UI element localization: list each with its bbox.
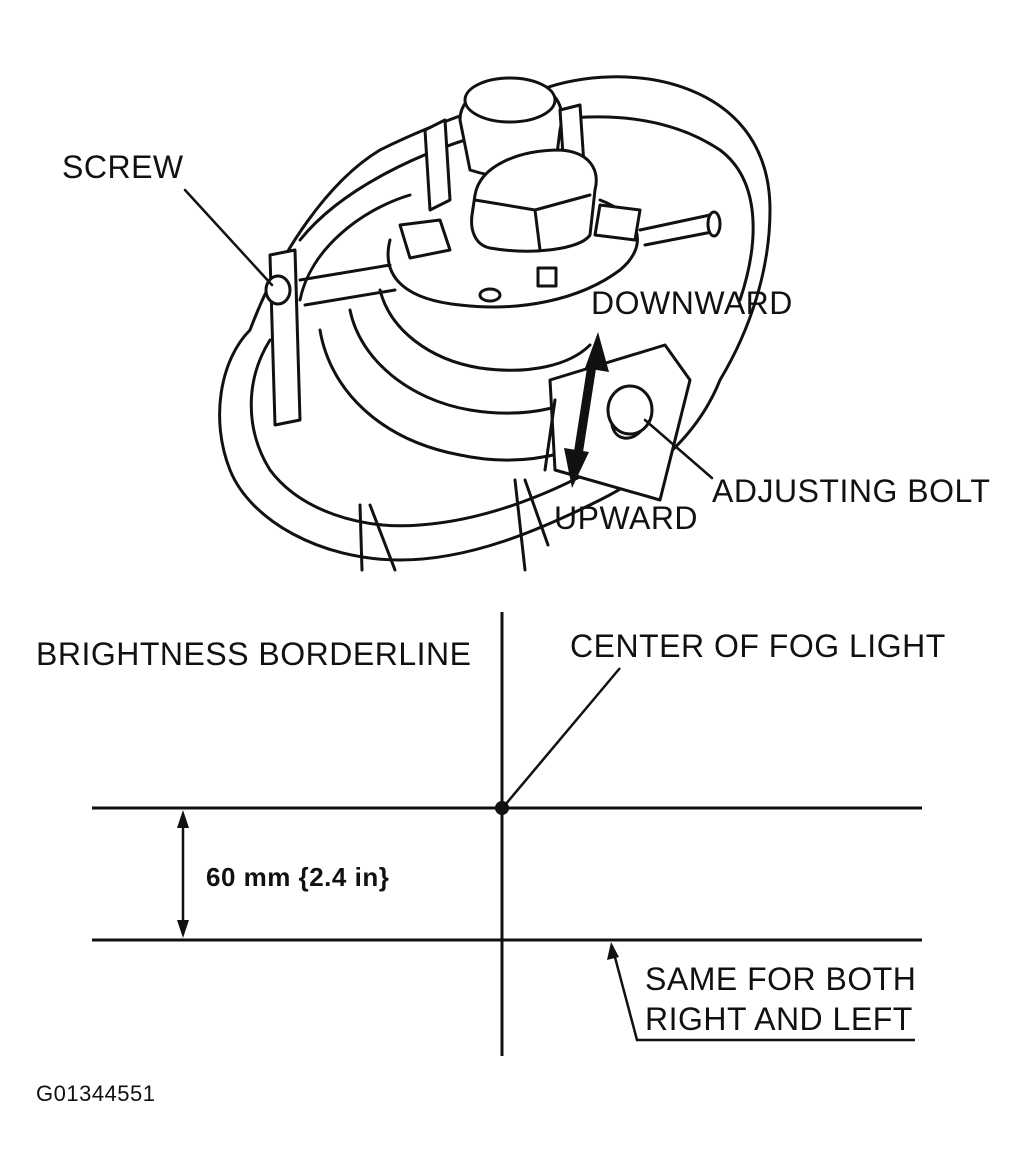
screw-label: SCREW	[62, 149, 184, 185]
same-for-both-label-line1: SAME FOR BOTH	[645, 961, 917, 997]
same-for-both-leader	[610, 945, 915, 1042]
adjusting-bolt-head	[606, 384, 654, 436]
figure-id: G01344551	[36, 1081, 156, 1106]
distance-label: 60 mm {2.4 in}	[206, 862, 390, 892]
connector-plug	[470, 148, 598, 253]
screw-head	[264, 274, 292, 306]
adjusting-bolt-leader	[643, 418, 714, 480]
adjustment-arrow	[564, 332, 609, 488]
upward-label: UPWARD	[554, 500, 699, 536]
downward-label: DOWNWARD	[591, 285, 793, 321]
screw-leader	[183, 188, 274, 287]
center-of-fog-light-label: CENTER OF FOG LIGHT	[570, 628, 946, 664]
aiming-chart	[92, 612, 922, 1056]
brightness-borderline-label: BRIGHTNESS BORDERLINE	[36, 636, 472, 672]
center-leader	[504, 667, 621, 806]
same-for-both-label-line2: RIGHT AND LEFT	[645, 1001, 913, 1037]
fog-light-illustration	[183, 75, 772, 572]
adjusting-bolt-label: ADJUSTING BOLT	[712, 473, 991, 509]
